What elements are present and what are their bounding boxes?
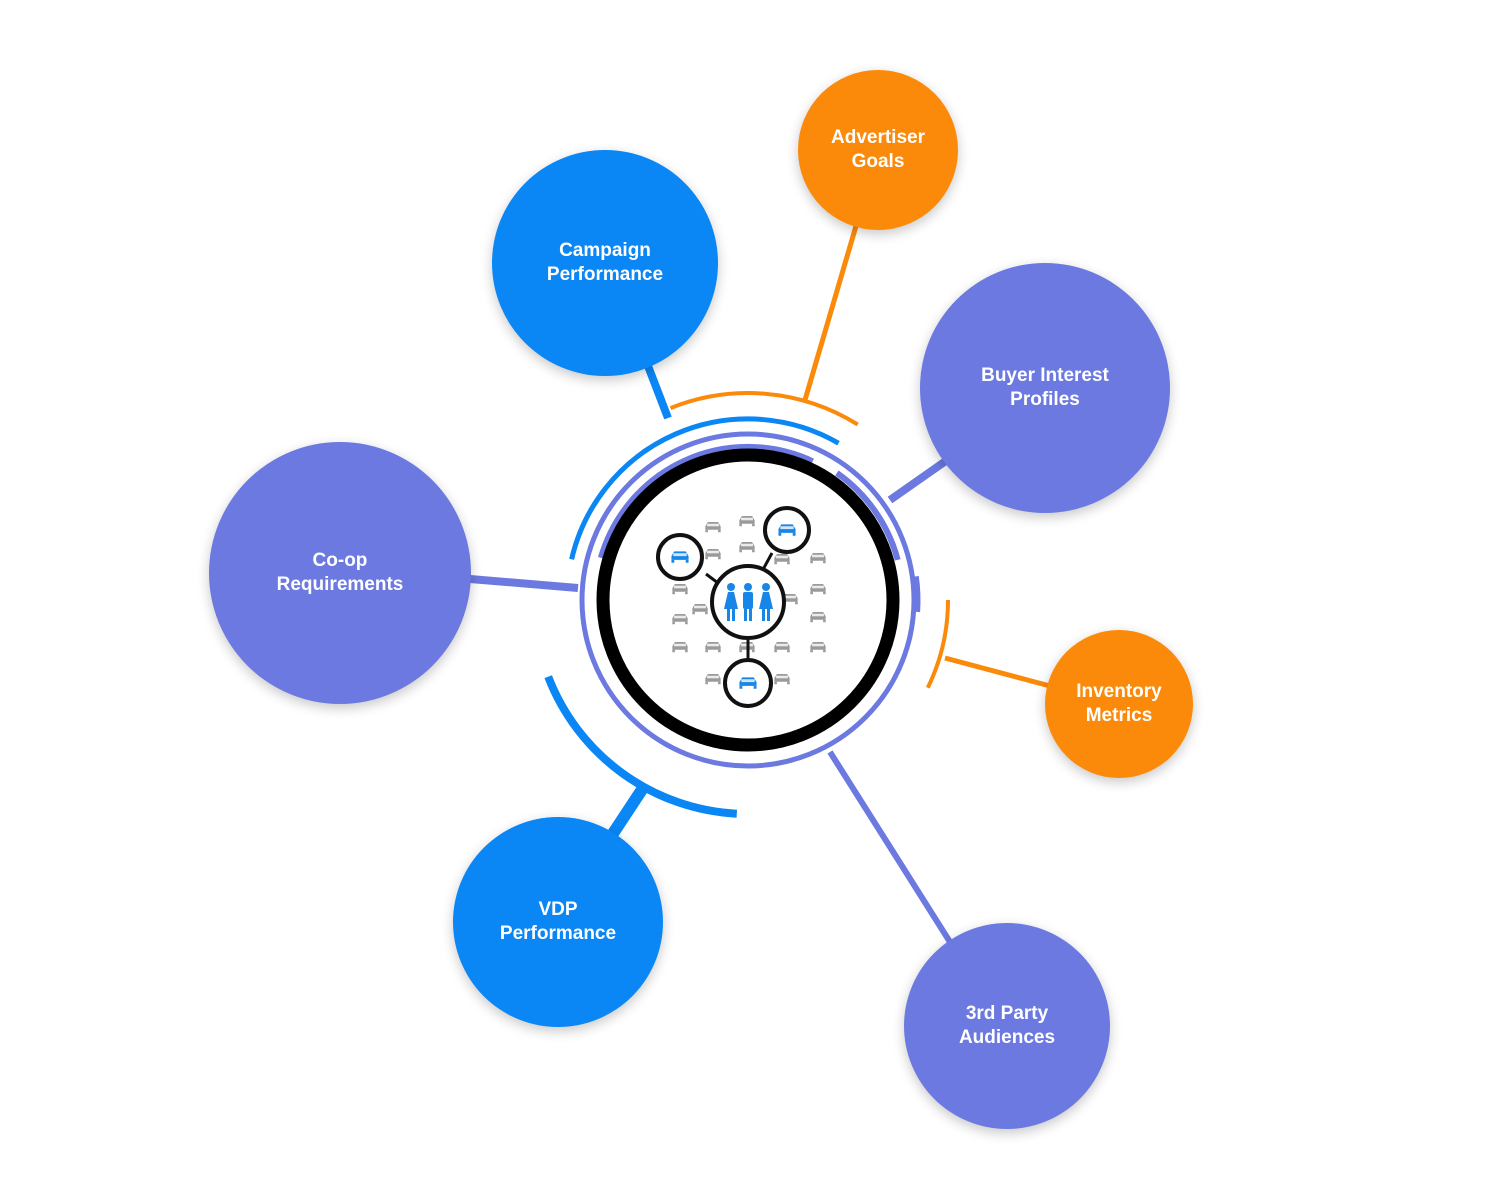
car-icon: [810, 612, 826, 623]
car-icon: [671, 551, 689, 563]
car-icon: [739, 516, 755, 527]
car-icon: [672, 614, 688, 625]
node-label-line: Profiles: [1010, 389, 1080, 410]
node-vdp-performance[interactable]: VDP Performance: [453, 817, 663, 1027]
hub-center: [596, 448, 900, 752]
car-icon: [739, 542, 755, 553]
node-label-line: Goals: [851, 151, 905, 172]
blue-arc-lower: [544, 675, 738, 818]
orange-arc-top: [669, 391, 859, 427]
car-icon: [739, 677, 757, 689]
car-icon: [774, 674, 790, 685]
car-icon: [810, 642, 826, 653]
person-icon: [724, 583, 738, 621]
node-label-line: 3rd Party: [965, 1003, 1049, 1024]
node-label-line: Audiences: [958, 1027, 1056, 1048]
node-label-line: Metrics: [1085, 705, 1153, 726]
node-label-line: Buyer Interest: [981, 365, 1109, 386]
purple-arc-right: [913, 575, 921, 613]
blue-arc-upper: [569, 416, 840, 560]
connector-line: [827, 750, 953, 944]
person-icon: [743, 583, 753, 621]
car-icon: [672, 642, 688, 653]
connectors: [469, 225, 1051, 944]
node-label-line: Advertiser: [831, 127, 925, 148]
car-icon: [774, 642, 790, 653]
node-label-line: Inventory: [1076, 681, 1162, 702]
purple-arc-inner-left: [598, 444, 814, 559]
connector-line: [802, 225, 859, 401]
node-label-line: Requirements: [276, 574, 404, 595]
car-icon: [692, 604, 708, 615]
connector-line: [469, 575, 579, 592]
car-icon: [778, 524, 796, 536]
node-label-line: Co-op: [312, 550, 368, 571]
node-label-line: Campaign: [559, 240, 651, 261]
node-label-line: Performance: [499, 923, 617, 944]
connector-line: [644, 364, 672, 420]
connector-line: [606, 781, 651, 839]
car-icon: [810, 553, 826, 564]
orange-arc-right: [926, 599, 951, 689]
car-icon: [705, 674, 721, 685]
car-icon: [810, 584, 826, 595]
connector-line: [887, 454, 953, 504]
car-icon: [705, 642, 721, 653]
car-icon: [672, 584, 688, 595]
purple-arc-inner-top: [835, 470, 901, 561]
hub-rings: [544, 391, 951, 818]
purple-ring: [579, 431, 917, 769]
connector-line: [944, 655, 1051, 689]
car-icon: [774, 554, 790, 565]
person-icon: [759, 583, 773, 621]
car-icon: [705, 549, 721, 560]
node-label-line: VDP: [538, 899, 578, 920]
node-label-line: Performance: [546, 264, 664, 285]
car-icon: [705, 522, 721, 533]
